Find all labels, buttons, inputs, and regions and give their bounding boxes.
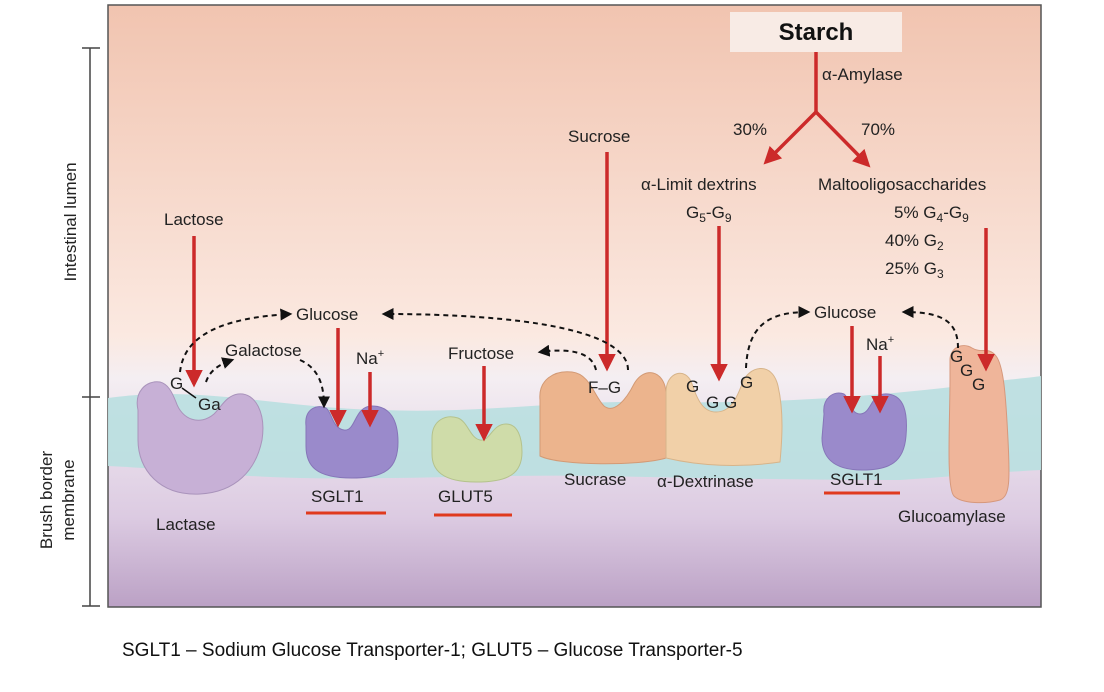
glucoamylase-label: Glucoamylase [898, 507, 1006, 526]
axis-bracket [82, 47, 100, 607]
mo-line-2: 40% G2 [885, 231, 944, 253]
glucose-right-label: Glucose [814, 303, 876, 322]
figure-caption: SGLT1 – Sodium Glucose Transporter-1; GL… [122, 640, 743, 661]
lactase-substrate-ga: Ga [198, 395, 221, 414]
pct-70-label: 70% [861, 120, 895, 139]
axis-label-membrane-2: membrane [59, 459, 78, 540]
dextrinase-substrate-g1: G [686, 377, 699, 396]
mo-line-1: 5% G4-G9 [894, 203, 969, 225]
dextrinase-substrate-g4: G [740, 373, 753, 392]
fructose-label: Fructose [448, 344, 514, 363]
lactase-enzyme [136, 381, 264, 495]
glucoamylase-to-glucose-arrow [901, 306, 959, 349]
starch-label: Starch [779, 19, 854, 46]
sucrase-to-fructose-arrow [537, 344, 597, 371]
mo-line-3: 25% G3 [885, 259, 944, 281]
lactase-label: Lactase [156, 515, 216, 534]
sucrase-to-glucose-arrow [381, 308, 629, 371]
dextrinase-to-glucose-arrow [745, 306, 811, 369]
red-arrows [185, 152, 995, 442]
galactose-label: Galactose [225, 341, 302, 360]
carbohydrate-digestion-diagram: Intestinal lumen Brush border membrane S… [37, 4, 1042, 608]
to-galactose-arrow [205, 357, 235, 383]
sucrase-label: Sucrase [564, 470, 626, 489]
sglt1-left-label: SGLT1 [311, 487, 364, 506]
amylase-split-arrows [763, 52, 871, 168]
g5-g9-label: G5-G9 [686, 203, 732, 225]
starch-box [730, 12, 902, 52]
dextrinase-substrate-g3: G [724, 393, 737, 412]
gluco-substrate-g1: G [950, 347, 963, 366]
lactase-to-glucose-arrow [179, 308, 293, 373]
lactose-label: Lactose [164, 210, 224, 229]
amylase-label: α-Amylase [822, 65, 903, 84]
galactose-to-sglt1-arrow [299, 359, 330, 409]
dextrinase-label: α-Dextrinase [657, 472, 754, 491]
diagram-panel [107, 4, 1042, 608]
dashed-arrows [179, 306, 959, 409]
pct-30-label: 30% [733, 120, 767, 139]
gluco-substrate-g2: G [960, 361, 973, 380]
lactase-substrate-g: G [170, 374, 183, 393]
maltooligosaccharides-label: Maltooligosaccharides [818, 175, 986, 194]
lactase-bond [181, 387, 197, 399]
na-right-label: Na+ [866, 334, 894, 354]
dextrinase-enzyme [665, 368, 783, 466]
limit-dextrins-label: α-Limit dextrins [641, 175, 757, 194]
glucose-left-label: Glucose [296, 305, 358, 324]
glut5-label: GLUT5 [438, 487, 493, 506]
sucrase-substrate-fg: F–G [588, 378, 621, 397]
glut5-transporter [431, 416, 523, 483]
dextrinase-substrate-g2: G [706, 393, 719, 412]
axis-label-lumen: Intestinal lumen [61, 162, 80, 281]
na-left-label: Na+ [356, 348, 384, 368]
sucrase-enzyme [539, 371, 667, 465]
sucrose-label: Sucrose [568, 127, 630, 146]
gluco-substrate-g3: G [972, 375, 985, 394]
axis-label-membrane-1: Brush border [37, 451, 56, 550]
glucoamylase-enzyme [948, 345, 1010, 504]
sglt1-right-label: SGLT1 [830, 470, 883, 489]
